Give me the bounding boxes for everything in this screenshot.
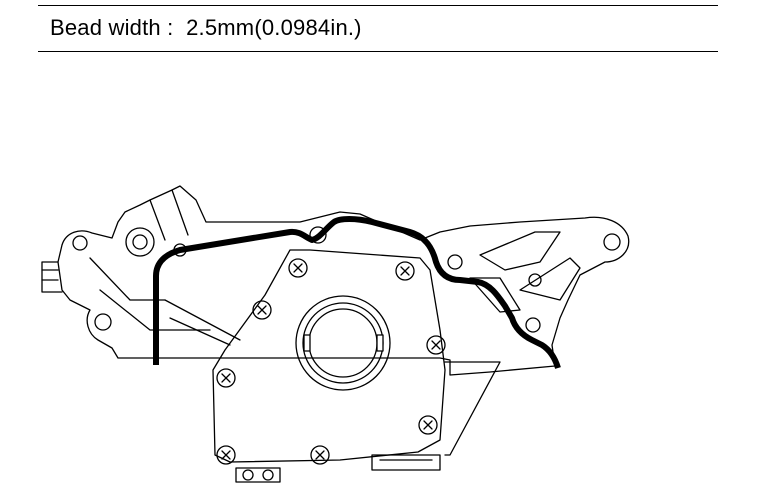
boss-hole [94, 313, 112, 331]
boss-hole [525, 317, 541, 333]
right-window [479, 231, 561, 271]
left-rib [149, 199, 166, 241]
screw [216, 368, 236, 388]
right-window [469, 277, 521, 313]
screw [395, 261, 415, 281]
lower-wedge [444, 361, 501, 456]
boss-circle [125, 227, 155, 257]
screw [310, 445, 330, 465]
boss-hole [603, 233, 621, 251]
boss-hole [262, 469, 274, 481]
front-cover-plate [212, 249, 446, 463]
screw [252, 300, 272, 320]
left-rib [171, 189, 189, 236]
bead-width-label: Bead width : 2.5mm(0.0984in.) [50, 15, 362, 40]
right-window [519, 257, 581, 301]
housing-outline [57, 185, 630, 376]
bore-notch [303, 334, 311, 352]
screw [288, 258, 308, 278]
rotor-bore-outer [295, 295, 391, 391]
boss-hole [309, 226, 327, 244]
bottom-bosses [235, 467, 281, 483]
boss-hole [132, 234, 148, 250]
rotor-bore-inner [308, 308, 378, 378]
screw [216, 445, 236, 465]
rotor-bore-mid [302, 302, 384, 384]
left-lug [41, 261, 63, 293]
boss-hole [447, 254, 463, 270]
sealant-bead-line [153, 216, 561, 369]
left-rib [99, 289, 211, 331]
boss-hole [528, 273, 542, 287]
cover-screws [216, 258, 446, 465]
bore-notch [376, 334, 384, 352]
left-rib [169, 317, 231, 346]
lower-block [371, 454, 441, 471]
screw [426, 335, 446, 355]
boss-hole [242, 469, 254, 481]
boss-hole [72, 235, 88, 251]
spec-header: Bead width : 2.5mm(0.0984in.) [38, 5, 718, 52]
left-rib [164, 299, 241, 341]
screw [418, 415, 438, 435]
